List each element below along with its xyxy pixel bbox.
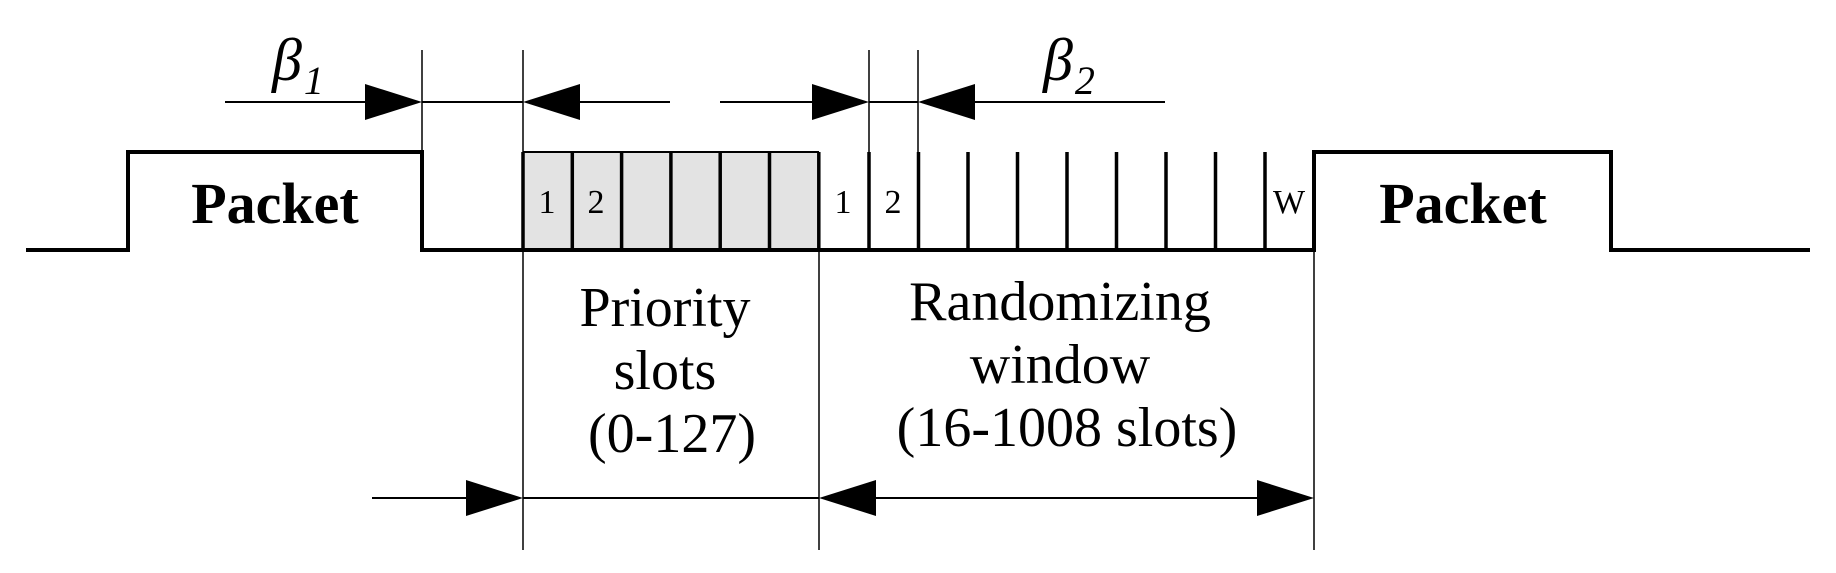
window-slot-w-label: W bbox=[1273, 184, 1306, 221]
beta1-arrow-right-head bbox=[523, 84, 580, 120]
priority-slot-1-label: 1 bbox=[539, 184, 556, 221]
window-slot-2-label: 2 bbox=[885, 184, 902, 221]
priority-caption-line-1: Priority bbox=[579, 277, 750, 339]
beta2-label: β2 bbox=[1042, 27, 1095, 103]
window-slot-1-label: 1 bbox=[835, 184, 852, 221]
window-caption-line-3: (16-1008 slots) bbox=[897, 397, 1238, 459]
window-caption-line-2: window bbox=[970, 334, 1151, 396]
beta2-symbol: β bbox=[1042, 27, 1073, 93]
beta1-arrow-left-head bbox=[365, 84, 422, 120]
priority-caption-line-2: slots bbox=[614, 340, 717, 402]
priority-caption-line-3: (0-127) bbox=[588, 403, 756, 465]
bottom-arrow-lead-head bbox=[466, 480, 523, 516]
beta2-arrow-left-head bbox=[812, 84, 869, 120]
beta1-label: β1 bbox=[271, 27, 324, 103]
window-span-left-head bbox=[819, 480, 876, 516]
beta1-subscript: 1 bbox=[304, 58, 324, 103]
packet-right-label: Packet bbox=[1379, 171, 1547, 236]
priority-caption: Priority slots (0-127) bbox=[579, 277, 764, 465]
beta2-arrow-right-head bbox=[918, 84, 975, 120]
window-span-right-head bbox=[1257, 480, 1314, 516]
priority-slot-2-label: 2 bbox=[588, 184, 605, 221]
packet-left-label: Packet bbox=[191, 171, 359, 236]
beta1-symbol: β bbox=[271, 27, 302, 93]
beta2-subscript: 2 bbox=[1075, 58, 1095, 103]
window-caption: Randomizing window (16-1008 slots) bbox=[897, 271, 1238, 459]
window-caption-line-1: Randomizing bbox=[909, 271, 1211, 333]
